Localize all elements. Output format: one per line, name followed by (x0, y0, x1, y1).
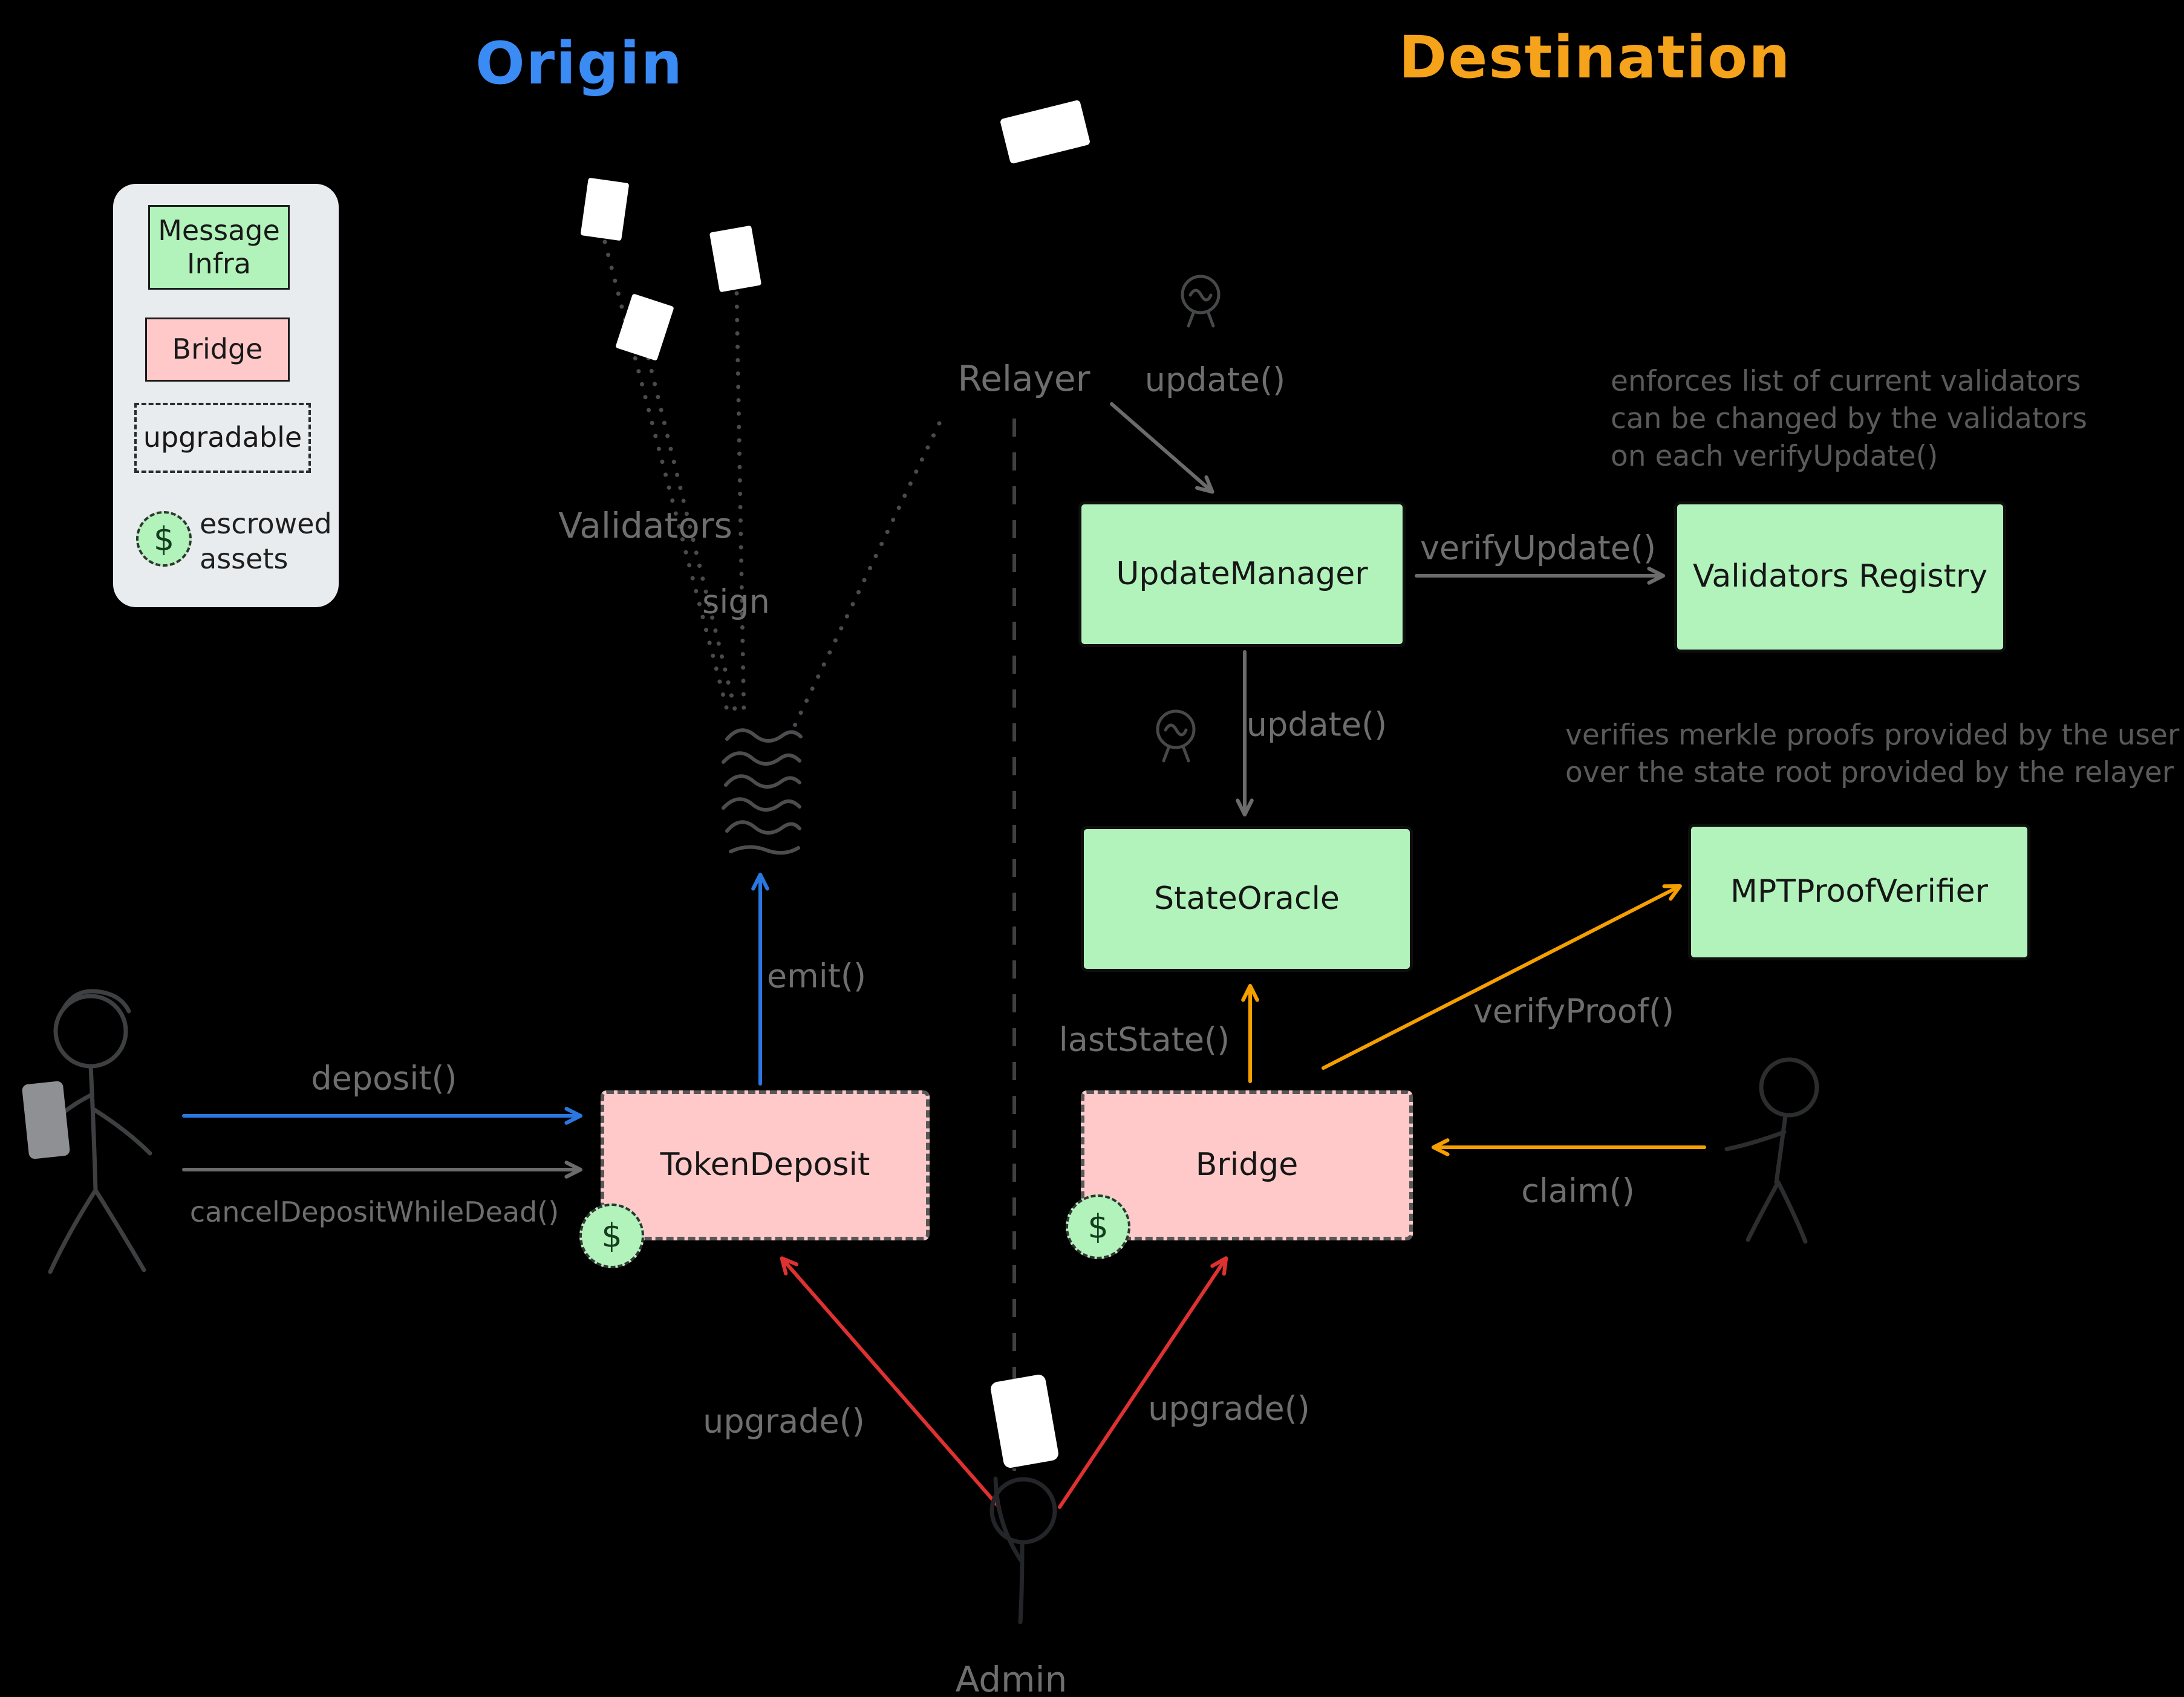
signed-messages-icon (722, 728, 803, 855)
proof-verifier-note-line2: over the state root provided by the rela… (1565, 756, 2174, 789)
deposit-label: deposit() (311, 1059, 457, 1098)
claim-label: claim() (1521, 1171, 1635, 1210)
tokendeposit-escrow-icon: $ (579, 1204, 644, 1268)
emit-label: emit() (766, 957, 867, 995)
legend-escrow-icon: $ (136, 511, 192, 567)
proof-verifier-note-line1: verifies merkle proofs provided by the u… (1565, 718, 2180, 752)
relayer-update-arrow (1110, 402, 1214, 494)
claimer-figure-icon (1724, 1057, 1819, 1244)
relayer-label: Relayer (957, 358, 1090, 399)
proof-verifier-note: verifies merkle proofs provided by the u… (1565, 717, 2179, 792)
update-oracle-label: update() (1246, 705, 1387, 744)
bridge-escrow-icon: $ (1066, 1194, 1130, 1259)
cancel-deposit-label: cancelDepositWhileDead() (189, 1196, 559, 1228)
verify-proof-arrow (1322, 884, 1682, 1070)
node-validators-registry: Validators Registry (1674, 501, 2006, 653)
validator-screens-icon (581, 178, 761, 360)
admin-figure-icon (989, 1476, 1057, 1624)
validators-registry-note-line1: enforces list of current validators (1611, 365, 2081, 398)
upgrade-tokendeposit-arrow (780, 1256, 1001, 1509)
signed-update-seal-icon (1181, 275, 1221, 328)
node-bridge: Bridge (1081, 1090, 1413, 1240)
legend-bridge: Bridge (145, 318, 290, 382)
validators-registry-note-line3: on each verifyUpdate() (1611, 440, 1938, 473)
legend-message-infra: Message Infra (148, 205, 290, 290)
node-stateoracle: StateOracle (1081, 826, 1413, 972)
verify-update-label: verifyUpdate() (1420, 529, 1657, 567)
node-updatemanager: UpdateManager (1078, 501, 1406, 647)
upgrade-right-label: upgrade() (1148, 1389, 1310, 1428)
legend-panel: Message Infra Bridge upgradable $ escrow… (113, 184, 339, 607)
node-mptproofverifier: MPTProofVerifier (1688, 824, 2030, 960)
sign-label: sign (702, 582, 770, 621)
validators-label: Validators (558, 505, 732, 546)
admin-phone-icon (991, 1375, 1058, 1468)
update-relayer-label: update() (1144, 360, 1286, 399)
user-figure-icon (22, 989, 152, 1274)
last-state-label: lastState() (1058, 1020, 1230, 1059)
upgrade-bridge-arrow (1058, 1256, 1228, 1509)
relayer-laptop-icon (1000, 100, 1090, 164)
admin-label: Admin (955, 1659, 1068, 1697)
destination-title: Destination (1398, 24, 1791, 91)
signed-update-seal-icon-2 (1156, 709, 1196, 763)
validators-registry-note: enforces list of current validators can … (1611, 363, 2087, 475)
origin-title: Origin (475, 30, 683, 97)
legend-escrowed-label: escrowed assets (200, 507, 332, 575)
verify-proof-label: verifyProof() (1473, 992, 1675, 1031)
validators-registry-note-line2: can be changed by the validators (1611, 402, 2087, 435)
upgrade-left-label: upgrade() (703, 1402, 865, 1441)
node-tokendeposit: TokenDeposit (601, 1090, 930, 1240)
legend-upgradable: upgradable (134, 403, 311, 473)
